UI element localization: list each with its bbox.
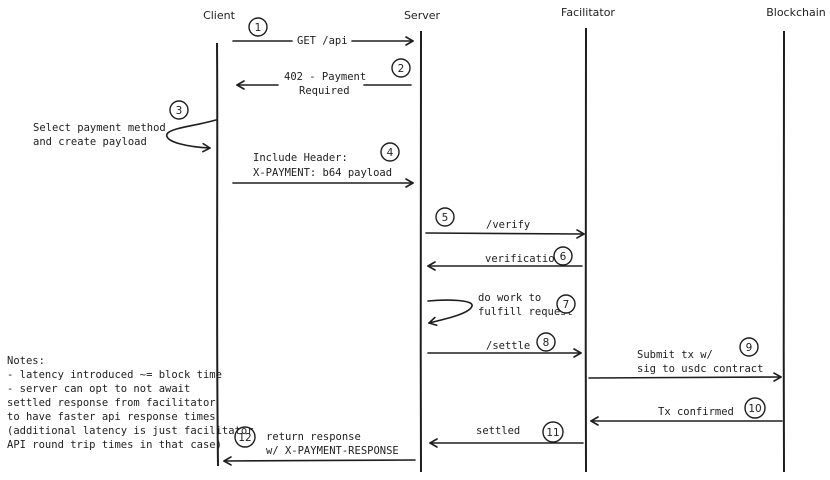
step-11-settled: settled 11 xyxy=(429,421,584,448)
lifeline-facilitator xyxy=(584,27,588,473)
step-5-label: /verify xyxy=(486,219,530,231)
step-8-number: 8 xyxy=(543,337,550,349)
step-1-badge xyxy=(248,17,268,37)
step-7-label-line-1: do work to xyxy=(478,292,541,304)
participant-client: Client xyxy=(203,9,236,22)
step-4-label-line-1: Include Header: xyxy=(253,152,348,164)
step-10-number: 10 xyxy=(748,403,761,415)
step-1-number: 1 xyxy=(255,22,262,34)
step-12-return-response: return response w/ X-PAYMENT-RESPONSE 12 xyxy=(223,426,416,466)
step-4-badge xyxy=(380,142,400,162)
step-6-number: 6 xyxy=(560,251,567,263)
step-12-label-line-1: return response xyxy=(266,431,361,443)
step-11-label: settled xyxy=(476,425,520,437)
notes-line-5: to have faster api response times xyxy=(7,411,216,423)
step-7-badge xyxy=(556,294,576,314)
step-7-number: 7 xyxy=(563,299,570,311)
notes-line-1: Notes: xyxy=(7,355,45,367)
step-2-label-line-2: Required xyxy=(299,85,350,97)
step-3-label-line-2: and create payload xyxy=(33,136,147,148)
step-9-submit-tx: Submit tx w/ sig to usdc contract 9 xyxy=(588,337,782,382)
step-12-badge xyxy=(234,426,256,448)
notes-line-6: (additional latency is just facilitator xyxy=(7,425,254,437)
step-11-badge xyxy=(542,421,564,443)
step-5-badge xyxy=(435,207,455,227)
step-12-label-line-2: w/ X-PAYMENT-RESPONSE xyxy=(266,445,399,457)
notes-line-4: settled response from facilitator xyxy=(7,397,216,409)
notes-line-7: API round trip times in that case) xyxy=(7,439,222,451)
arrow-12 xyxy=(223,456,416,466)
step-7-do-work: do work to fulfill request 7 xyxy=(427,292,576,327)
step-5-verify: /verify 5 xyxy=(425,207,585,239)
step-6-badge xyxy=(553,246,573,266)
arrow-7-self-loop xyxy=(427,299,473,327)
step-3-select-payment: Select payment method and create payload… xyxy=(33,100,217,153)
step-2-number: 2 xyxy=(398,63,405,75)
step-4-include-header: Include Header: X-PAYMENT: b64 payload 4 xyxy=(232,142,414,188)
notes-line-3: - server can opt to not await xyxy=(7,383,190,395)
step-8-label: /settle xyxy=(486,340,530,352)
step-9-label-line-2: sig to usdc contract xyxy=(637,363,763,375)
participant-server: Server xyxy=(404,9,441,22)
step-4-label-line-2: X-PAYMENT: b64 payload xyxy=(253,167,392,179)
step-3-badge xyxy=(169,100,189,120)
notes-line-2: - latency introduced ~= block time xyxy=(7,369,222,381)
step-3-number: 3 xyxy=(176,105,183,117)
step-9-badge xyxy=(739,337,759,357)
step-8-badge xyxy=(536,332,556,352)
step-5-number: 5 xyxy=(442,212,449,224)
lifeline-client xyxy=(216,42,219,467)
lifeline-server xyxy=(419,30,423,473)
step-7-label-line-2: fulfill request xyxy=(478,306,573,318)
step-2-badge xyxy=(391,58,411,78)
step-9-label-line-1: Submit tx w/ xyxy=(637,349,713,361)
step-10-badge xyxy=(744,397,766,419)
notes-block: Notes: - latency introduced ~= block tim… xyxy=(7,355,254,451)
step-12-number: 12 xyxy=(238,432,251,444)
step-6-label: verification xyxy=(485,253,561,265)
step-1-get-api: GET /api 1 xyxy=(232,17,414,47)
arrow-9 xyxy=(588,372,782,382)
step-4-number: 4 xyxy=(387,147,394,159)
step-8-settle: /settle 8 xyxy=(427,332,582,358)
step-2-label-line-1: 402 - Payment xyxy=(284,71,366,83)
arrow-3-self-loop xyxy=(166,119,217,153)
step-2-payment-required: 402 - Payment Required 2 xyxy=(236,58,412,97)
step-3-label-line-1: Select payment method xyxy=(33,122,166,134)
step-11-number: 11 xyxy=(546,427,559,439)
step-6-verification: verification 6 xyxy=(427,246,583,271)
step-10-label: Tx confirmed xyxy=(658,406,734,418)
lifeline-blockchain xyxy=(782,30,786,473)
step-1-label: GET /api xyxy=(297,35,348,47)
participant-facilitator: Facilitator xyxy=(561,6,615,19)
step-10-tx-confirmed: Tx confirmed 10 xyxy=(590,397,783,426)
participant-blockchain: Blockchain xyxy=(766,6,826,19)
step-9-number: 9 xyxy=(746,342,753,354)
arrow-5 xyxy=(425,229,585,239)
